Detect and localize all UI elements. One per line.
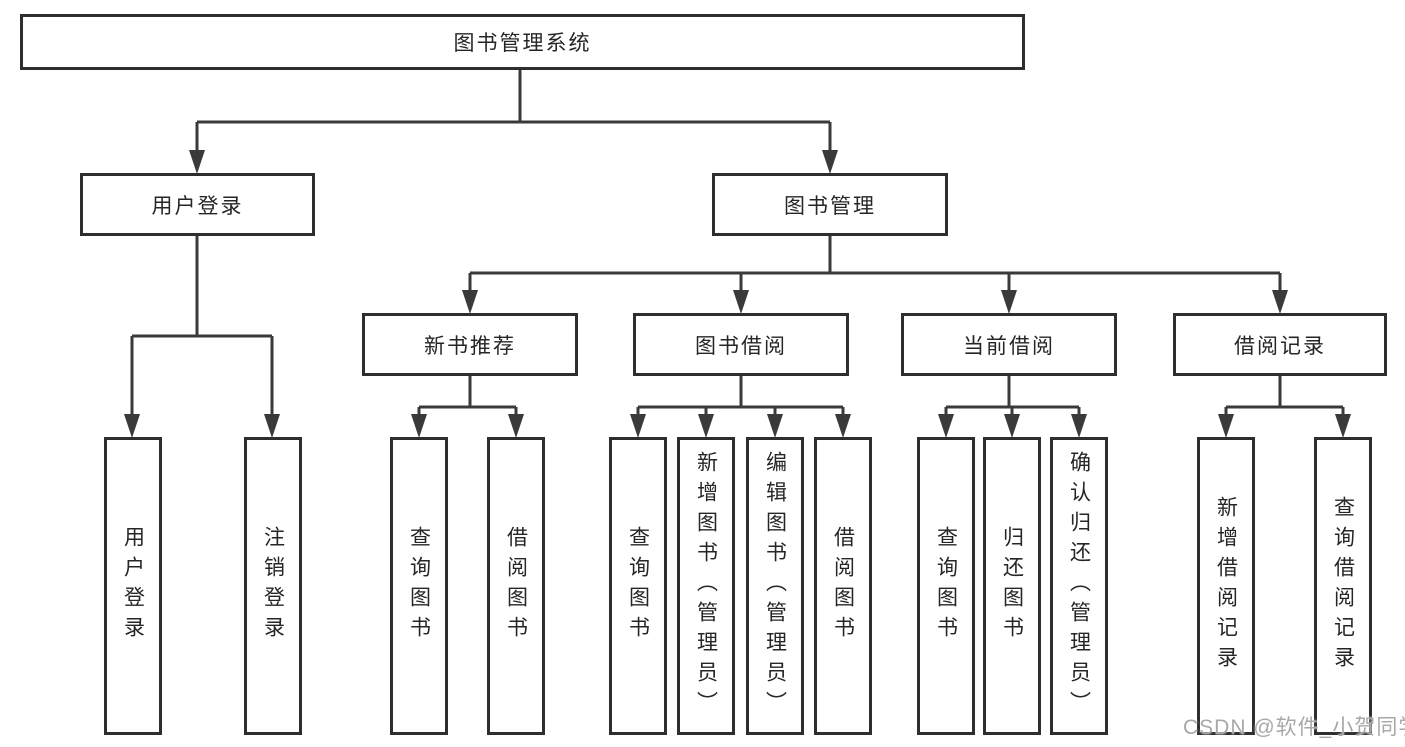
node-leaf-nb-query-book-label: 查询图书 — [407, 526, 431, 646]
node-leaf-bb-borrow-book: 借阅图书 — [814, 437, 872, 735]
edge-book-borrow-to-leaves — [636, 376, 845, 422]
node-leaf-bb-add-book-label: 新增图书（管理员） — [694, 451, 718, 721]
node-book-management: 图书管理 — [712, 173, 948, 236]
node-current-borrow: 当前借阅 — [901, 313, 1117, 376]
node-leaf-bb-add-book: 新增图书（管理员） — [677, 437, 735, 735]
node-leaf-br-add-record-label: 新增借阅记录 — [1214, 496, 1238, 676]
edge-current-borrow-to-leaves — [944, 376, 1081, 422]
edge-book-management-to-level3 — [468, 236, 1282, 298]
node-leaf-logout-label: 注销登录 — [261, 526, 285, 646]
node-leaf-bb-edit-book: 编辑图书（管理员） — [746, 437, 804, 735]
node-leaf-bb-query-book: 查询图书 — [609, 437, 667, 735]
node-borrow-record-label: 借阅记录 — [1234, 334, 1326, 358]
node-new-book-recommend: 新书推荐 — [362, 313, 578, 376]
node-leaf-cb-return-book: 归还图书 — [983, 437, 1041, 735]
edge-user-login-to-leaves — [130, 236, 274, 422]
arrowheads-level3 — [462, 290, 1288, 314]
node-user-login: 用户登录 — [80, 173, 315, 236]
node-leaf-nb-query-book: 查询图书 — [390, 437, 448, 735]
node-book-management-label: 图书管理 — [784, 194, 876, 218]
node-root-label: 图书管理系统 — [453, 32, 592, 55]
node-leaf-cb-return-book-label: 归还图书 — [1000, 526, 1024, 646]
node-book-borrow-label: 图书借阅 — [695, 334, 787, 358]
node-book-borrow: 图书借阅 — [633, 313, 849, 376]
node-root: 图书管理系统 — [20, 14, 1025, 70]
node-leaf-bb-edit-book-label: 编辑图书（管理员） — [763, 451, 787, 721]
node-leaf-user-login: 用户登录 — [104, 437, 162, 735]
node-leaf-bb-borrow-book-label: 借阅图书 — [831, 526, 855, 646]
node-leaf-bb-query-book-label: 查询图书 — [626, 526, 650, 646]
arrowheads-level2 — [189, 150, 838, 174]
node-leaf-logout: 注销登录 — [244, 437, 302, 735]
edge-root-to-level2 — [195, 70, 832, 158]
node-leaf-cb-query-book: 查询图书 — [917, 437, 975, 735]
node-leaf-br-add-record: 新增借阅记录 — [1197, 437, 1255, 735]
edge-new-book-recommend-to-leaves — [417, 376, 518, 422]
arrowheads-user-login-leaves — [124, 414, 280, 438]
node-new-book-recommend-label: 新书推荐 — [424, 334, 516, 358]
arrowheads-leaves — [411, 414, 1351, 438]
csdn-watermark: CSDN @软件_小贺同学 — [1183, 716, 1405, 739]
node-user-login-label: 用户登录 — [151, 194, 244, 218]
edge-borrow-record-to-leaves — [1224, 376, 1345, 422]
node-leaf-nb-borrow-book-label: 借阅图书 — [504, 526, 528, 646]
node-leaf-br-query-record: 查询借阅记录 — [1314, 437, 1372, 735]
node-leaf-cb-confirm-return: 确认归还（管理员） — [1050, 437, 1108, 735]
node-borrow-record: 借阅记录 — [1173, 313, 1387, 376]
node-leaf-cb-query-book-label: 查询图书 — [934, 526, 958, 646]
node-current-borrow-label: 当前借阅 — [963, 334, 1055, 358]
node-leaf-cb-confirm-return-label: 确认归还（管理员） — [1067, 451, 1091, 721]
node-leaf-nb-borrow-book: 借阅图书 — [487, 437, 545, 735]
node-leaf-user-login-label: 用户登录 — [121, 526, 145, 646]
node-leaf-br-query-record-label: 查询借阅记录 — [1331, 496, 1355, 676]
